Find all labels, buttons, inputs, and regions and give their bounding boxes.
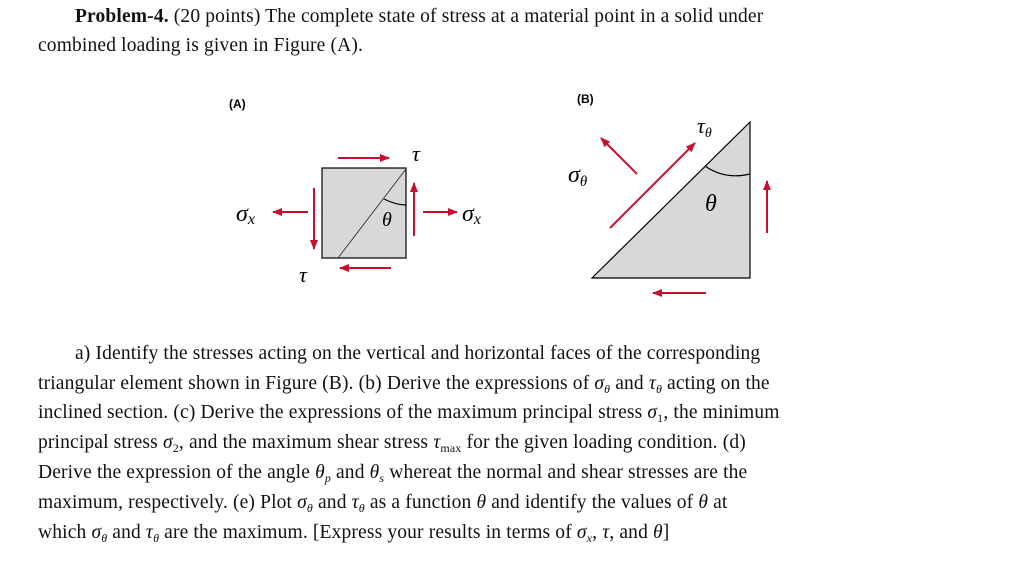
theta-s-symbol: θs [369, 462, 385, 485]
theta-symbol: θ [476, 492, 487, 513]
text: as a function [364, 492, 477, 513]
sigma2-symbol: σ2 [162, 432, 179, 455]
sigma-x-symbol: σx [576, 522, 593, 545]
text: whereat the normal and shear stresses ar… [384, 462, 748, 483]
problem-header: Problem-4. (20 points) The complete stat… [75, 6, 763, 28]
sigma-theta-label: σθ [568, 162, 588, 190]
tau-theta-symbol: τθ [351, 492, 365, 515]
body-line-1: a) Identify the stresses acting on the v… [75, 343, 761, 364]
theta-symbol: θ [653, 522, 663, 543]
theta-p-symbol: θp [315, 462, 331, 485]
theta-label-a: θ [382, 209, 392, 231]
figure-b: (B) θ τθ σθ [568, 92, 771, 297]
body-line-3: inclined section. (c) Derive the express… [38, 402, 780, 426]
tau-theta-label: τθ [697, 113, 712, 141]
text: at [708, 492, 728, 513]
text: and [312, 492, 352, 513]
text: , [592, 522, 603, 543]
sigma-symbol: σθ [594, 373, 611, 396]
text: ] [662, 522, 670, 543]
text: principal stress [38, 432, 163, 453]
text: , the minimum [663, 402, 780, 423]
text: maximum, respectively. (e) Plot [38, 492, 298, 513]
text: are the maximum. [Express your results i… [159, 522, 577, 543]
problem-title: Problem-4. [75, 6, 169, 27]
text: , and the maximum shear stress [178, 432, 434, 453]
text: for the given loading condition. (d) [461, 432, 746, 453]
tau-label-top: τ [412, 141, 421, 166]
sigma1-symbol: σ1 [647, 402, 664, 425]
text: and [610, 373, 649, 394]
text: Derive the expression of the angle [38, 462, 316, 483]
triangular-element [590, 120, 751, 279]
body-line-4: principal stress σ2, and the maximum she… [38, 432, 746, 456]
body-line-2: triangular element shown in Figure (B). … [38, 373, 770, 397]
text: which [38, 522, 92, 543]
sigma-x-label-right: σx [462, 201, 481, 228]
problem-intro: The complete state of stress at a materi… [265, 6, 764, 27]
figure-a: (A) θ τ τ σx σx [229, 97, 481, 287]
sigma-x-label-left: σx [236, 201, 255, 228]
text: acting on the [662, 373, 770, 394]
theta-arc-b [704, 165, 751, 177]
tau-symbol: τ [602, 522, 610, 543]
problem-intro-line2: combined loading is given in Figure (A). [38, 35, 363, 56]
text: , and [609, 522, 654, 543]
text: inclined section. (c) Derive the express… [38, 402, 648, 423]
problem-points: (20 points) [173, 6, 261, 27]
stress-element-square [321, 167, 407, 259]
theta-label-b: θ [705, 191, 717, 217]
theta-symbol: θ [698, 492, 709, 513]
sigma-theta-symbol: σθ [91, 522, 108, 545]
figure-b-label: (B) [577, 92, 594, 106]
body-line-7: which σθ and τθ are the maximum. [Expres… [38, 522, 669, 546]
body-line-5: Derive the expression of the angle θp an… [38, 462, 747, 486]
tau-symbol: τθ [648, 373, 663, 396]
theta-arc [383, 198, 407, 206]
normal-arrow-inclined [600, 137, 638, 175]
tau-label-bottom: τ [299, 262, 308, 287]
stress-figures: (A) θ τ τ σx σx (B) θ τθ σθ [229, 92, 771, 297]
shear-arrow-inclined [609, 142, 696, 229]
text: and identify the values of [486, 492, 699, 513]
tau-theta-symbol: τθ [145, 522, 160, 545]
text: triangular element shown in Figure (B). … [38, 373, 595, 394]
body-line-6: maximum, respectively. (e) Plot σθ and τ… [38, 492, 727, 516]
sigma-theta-symbol: σθ [297, 492, 313, 515]
figure-a-label: (A) [229, 97, 246, 111]
text: and [107, 522, 146, 543]
text: and [330, 462, 370, 483]
tau-max-symbol: τmax [433, 432, 462, 455]
inclined-plane-line [337, 168, 407, 259]
